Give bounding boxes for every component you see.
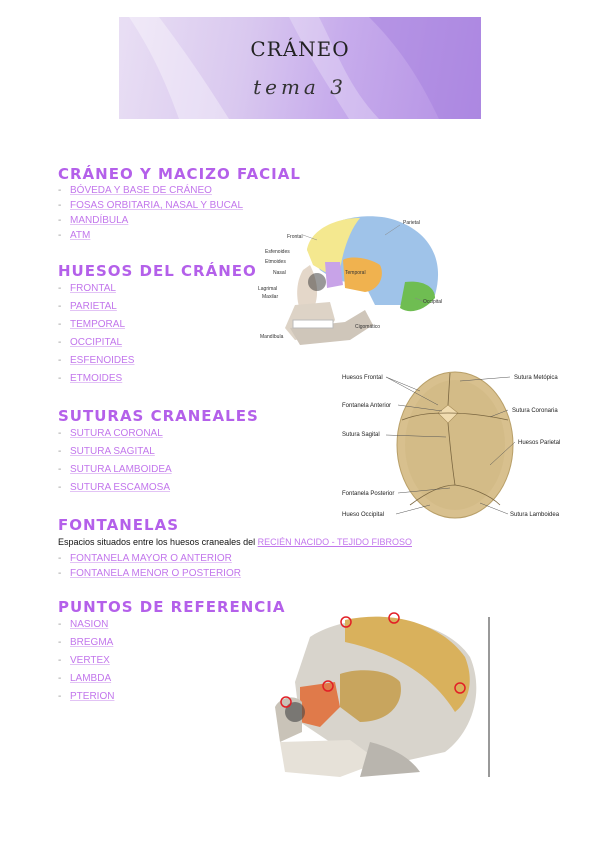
label-parietal: Parietal	[403, 220, 420, 226]
page-subtitle: tema 3	[253, 75, 347, 99]
label-mandibula: Mandíbula	[260, 334, 284, 340]
page-title: CRÁNEO	[250, 37, 350, 61]
list-item: FONTANELA MAYOR O ANTERIOR	[58, 551, 241, 566]
list-item: FRONTAL	[58, 280, 134, 298]
section-heading-craneo-macizo: CRÁNEO Y MACIZO FACIAL	[58, 165, 301, 183]
fontanelas-definition: Espacios situados entre los huesos crane…	[58, 537, 412, 547]
label-huesos-frontal: Huesos Frontal	[342, 375, 383, 381]
list-item: SUTURA LAMBOIDEA	[58, 461, 172, 479]
list-suturas: SUTURA CORONAL SUTURA SAGITAL SUTURA LAM…	[58, 425, 172, 497]
list-item: OCCIPITAL	[58, 334, 134, 352]
reference-points-skull-diagram	[240, 612, 495, 782]
list-item: BREGMA	[58, 634, 114, 652]
list-fontanelas: FONTANELA MAYOR O ANTERIOR FONTANELA MEN…	[58, 551, 241, 581]
section-heading-fontanelas: FONTANELAS	[58, 516, 179, 534]
list-puntos: NASION BREGMA VERTEX LAMBDA PTERION	[58, 616, 114, 706]
list-item: TEMPORAL	[58, 316, 134, 334]
list-item: MANDÍBULA	[58, 213, 243, 228]
list-item: PTERION	[58, 688, 114, 706]
label-fontanela-posterior: Fontanela Posterior	[342, 491, 394, 497]
list-item: BÓVEDA Y BASE DE CRÁNEO	[58, 183, 243, 198]
list-item: FONTANELA MENOR O POSTERIOR	[58, 566, 241, 581]
label-sutura-metopica: Sutura Metópica	[514, 375, 558, 381]
section-heading-puntos: PUNTOS DE REFERENCIA	[58, 598, 286, 616]
list-item: SUTURA SAGITAL	[58, 443, 172, 461]
label-sutura-coronaria: Sutura Coronaria	[512, 408, 558, 414]
marker-vertex	[388, 612, 400, 624]
label-lagrimal: Lagrimal	[258, 286, 277, 292]
list-item: LAMBDA	[58, 670, 114, 688]
list-item: ETMOIDES	[58, 370, 134, 388]
label-huesos-parietal: Huesos Parietal	[518, 440, 560, 446]
label-frontal: Frontal	[287, 234, 303, 240]
list-item: ATM	[58, 228, 243, 243]
section-heading-suturas: SUTURAS CRANEALES	[58, 407, 259, 425]
marker-bregma	[340, 616, 352, 628]
list-huesos: FRONTAL PARIETAL TEMPORAL OCCIPITAL ESFE…	[58, 280, 134, 388]
label-maxilar: Maxilar	[262, 294, 278, 300]
marker-pterion	[322, 680, 334, 692]
label-sutura-sagital: Sutura Sagital	[342, 432, 380, 438]
list-item: PARIETAL	[58, 298, 134, 316]
label-hueso-occipital: Hueso Occipital	[342, 512, 384, 518]
label-sutura-lamboidea: Sutura Lamboidea	[510, 512, 560, 518]
label-fontanela-anterior: Fontanela Anterior	[342, 403, 391, 409]
list-item: NASION	[58, 616, 114, 634]
note-text: Espacios situados entre los huesos crane…	[58, 537, 256, 547]
list-item: SUTURA ESCAMOSA	[58, 479, 172, 497]
list-item: ESFENOIDES	[58, 352, 134, 370]
list-craneo-macizo: BÓVEDA Y BASE DE CRÁNEO FOSAS ORBITARIA,…	[58, 183, 243, 243]
label-etmoides: Etmoides	[265, 259, 286, 265]
banner-brush-strokes	[129, 17, 481, 119]
title-banner: CRÁNEO tema 3	[119, 17, 481, 119]
list-item: SUTURA CORONAL	[58, 425, 172, 443]
marker-lambda	[454, 682, 466, 694]
label-occipital: Occipital	[423, 299, 442, 305]
section-heading-huesos: HUESOS DEL CRÁNEO	[58, 262, 257, 280]
label-nasal: Nasal	[273, 270, 286, 276]
list-item: VERTEX	[58, 652, 114, 670]
note-highlight: RECIÉN NACIDO - TEJIDO FIBROSO	[257, 537, 412, 547]
label-cigomatico: Cigomático	[355, 324, 380, 330]
infant-skull-top-diagram: Huesos Frontal Sutura Metópica Fontanela…	[342, 371, 560, 519]
label-temporal: Temporal	[345, 270, 366, 276]
label-esfenoides: Esfenoides	[265, 249, 290, 255]
list-item: FOSAS ORBITARIA, NASAL Y BUCAL	[58, 198, 243, 213]
lateral-skull-diagram: Frontal Parietal Esfenoides Etmoides Nas…	[258, 216, 442, 345]
marker-nasion	[280, 696, 292, 708]
